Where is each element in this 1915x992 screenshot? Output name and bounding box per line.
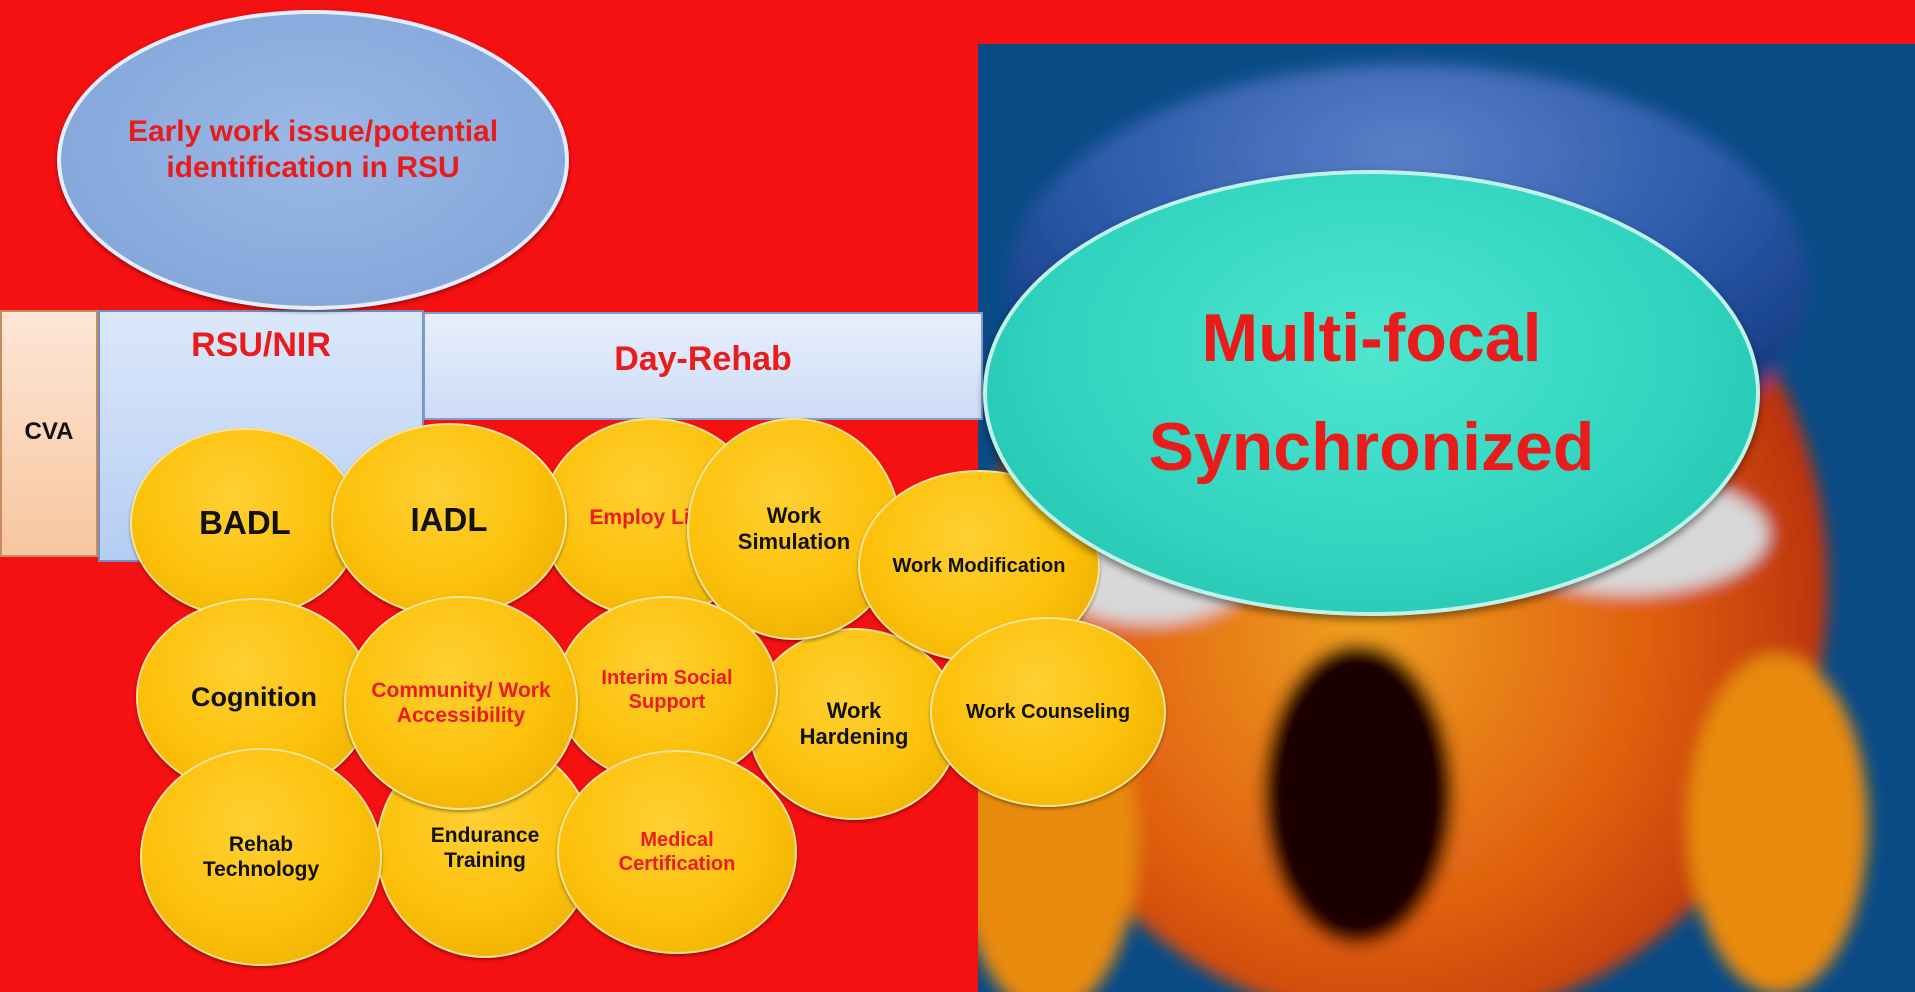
cva-label: CVA	[24, 418, 74, 445]
circle-iadl: IADL	[331, 423, 567, 617]
circle-iadl-label: IADL	[410, 501, 488, 539]
circle-community-work-accessibility: Community/ Work Accessibility	[344, 596, 578, 810]
circle-community-work-accessibility-label: Community/ Work Accessibility	[371, 678, 551, 727]
circle-work-counseling: Work Counseling	[930, 617, 1166, 807]
circle-work-hardening-label: Work Hardening	[799, 697, 909, 749]
circle-medical-certification-label: Medical Certification	[618, 829, 736, 875]
circle-cognition-label: Cognition	[191, 681, 317, 712]
circle-medical-certification: Medical Certification	[557, 750, 797, 954]
multi-focal-oval: Multi-focal Synchronized	[983, 170, 1760, 616]
circle-endurance-training-label: Endurance Training	[430, 823, 540, 872]
circle-rehab-technology-label: Rehab Technology	[202, 832, 320, 881]
day-rehab-label: Day-Rehab	[614, 340, 792, 378]
circle-work-modification-label: Work Modification	[892, 555, 1066, 577]
early-work-text: Early work issue/potential identificatio…	[127, 115, 499, 184]
circle-work-hardening: Work Hardening	[748, 628, 960, 820]
circle-rehab-technology: Rehab Technology	[140, 748, 382, 966]
circle-badl: BADL	[130, 428, 360, 618]
circle-interim-social-support-label: Interim Social Support	[601, 667, 733, 713]
cva-stage-box: CVA	[0, 310, 98, 557]
early-work-oval: Early work issue/potential identificatio…	[57, 10, 569, 310]
multi-focal-line1: Multi-focal	[1201, 300, 1542, 377]
circle-work-simulation-label: Work Simulation	[737, 502, 851, 554]
circle-badl-label: BADL	[199, 504, 291, 542]
circle-work-simulation: Work Simulation	[687, 418, 901, 640]
multi-focal-line2: Synchronized	[1148, 409, 1595, 485]
day-rehab-stage-box: Day-Rehab	[423, 312, 983, 420]
rsu-nir-label: RSU/NIR	[191, 326, 331, 364]
circle-work-counseling-label: Work Counseling	[965, 701, 1131, 723]
